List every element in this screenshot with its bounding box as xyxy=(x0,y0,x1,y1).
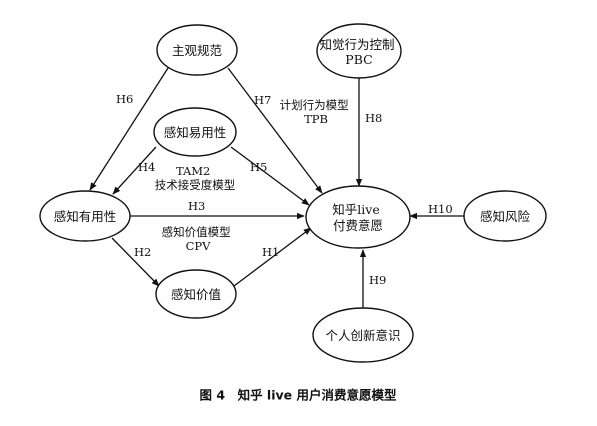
edge-label-h7: H7 xyxy=(254,93,271,107)
node-payment-intention: 知乎live 付费意愿 xyxy=(305,185,411,249)
annotation-tam: TAM2 技术接受度模型 xyxy=(155,164,236,192)
annotation-cpv: 感知价值模型 CPV xyxy=(162,225,235,253)
svg-text:计划行为模型 TPB: 计划行为模型 TPB xyxy=(280,98,353,126)
edge-label-h3: H3 xyxy=(188,199,205,213)
edge-label-h10: H10 xyxy=(428,202,453,216)
node-perceived-ease-of-use: 感知易用性 xyxy=(153,107,237,157)
node-label: 主观规范 xyxy=(172,43,222,58)
node-pbc: 知觉行为控制 PBC xyxy=(316,23,402,79)
edge-labels: H6 H7 H8 H4 H5 H3 H2 H1 H10 H9 xyxy=(116,92,453,287)
edge-label-h6: H6 xyxy=(116,92,133,106)
annotation-tpb: 计划行为模型 TPB xyxy=(280,98,353,126)
node-label: 感知价值 xyxy=(171,287,221,302)
edge-h7 xyxy=(227,67,323,194)
svg-text:感知价值模型 CPV: 感知价值模型 CPV xyxy=(162,225,235,253)
edge-label-h9: H9 xyxy=(369,273,386,287)
node-label: 感知有用性 xyxy=(54,209,117,224)
edge-label-h2: H2 xyxy=(134,245,151,259)
svg-text:TAM2 技术接受度模型: TAM2 技术接受度模型 xyxy=(155,164,236,192)
edge-h6 xyxy=(89,67,169,191)
node-label: 感知风险 xyxy=(480,209,531,224)
node-perceived-usefulness: 感知有用性 xyxy=(39,190,131,242)
edge-h2 xyxy=(111,237,160,287)
node-label: 个人创新意识 xyxy=(325,328,400,343)
node-perceived-risk: 感知风险 xyxy=(463,190,547,242)
node-personal-innovativeness: 个人创新意识 xyxy=(312,307,414,363)
edge-label-h4: H4 xyxy=(138,160,155,174)
node-label: 知觉行为控制 PBC xyxy=(320,37,399,67)
node-subjective-norm: 主观规范 xyxy=(156,24,238,76)
edge-h1 xyxy=(233,227,312,287)
edge-label-h1: H1 xyxy=(262,245,279,259)
edges xyxy=(89,67,464,309)
edge-h5 xyxy=(230,146,310,206)
node-perceived-value: 感知价值 xyxy=(155,269,237,319)
node-label: 知乎live 付费意愿 xyxy=(332,202,383,233)
node-label: 感知易用性 xyxy=(164,125,227,140)
edge-label-h8: H8 xyxy=(365,111,382,125)
figure-caption: 图 4 知乎 live 用户消费意愿模型 xyxy=(200,388,397,403)
edge-h4 xyxy=(112,146,157,195)
edge-label-h5: H5 xyxy=(250,160,267,174)
